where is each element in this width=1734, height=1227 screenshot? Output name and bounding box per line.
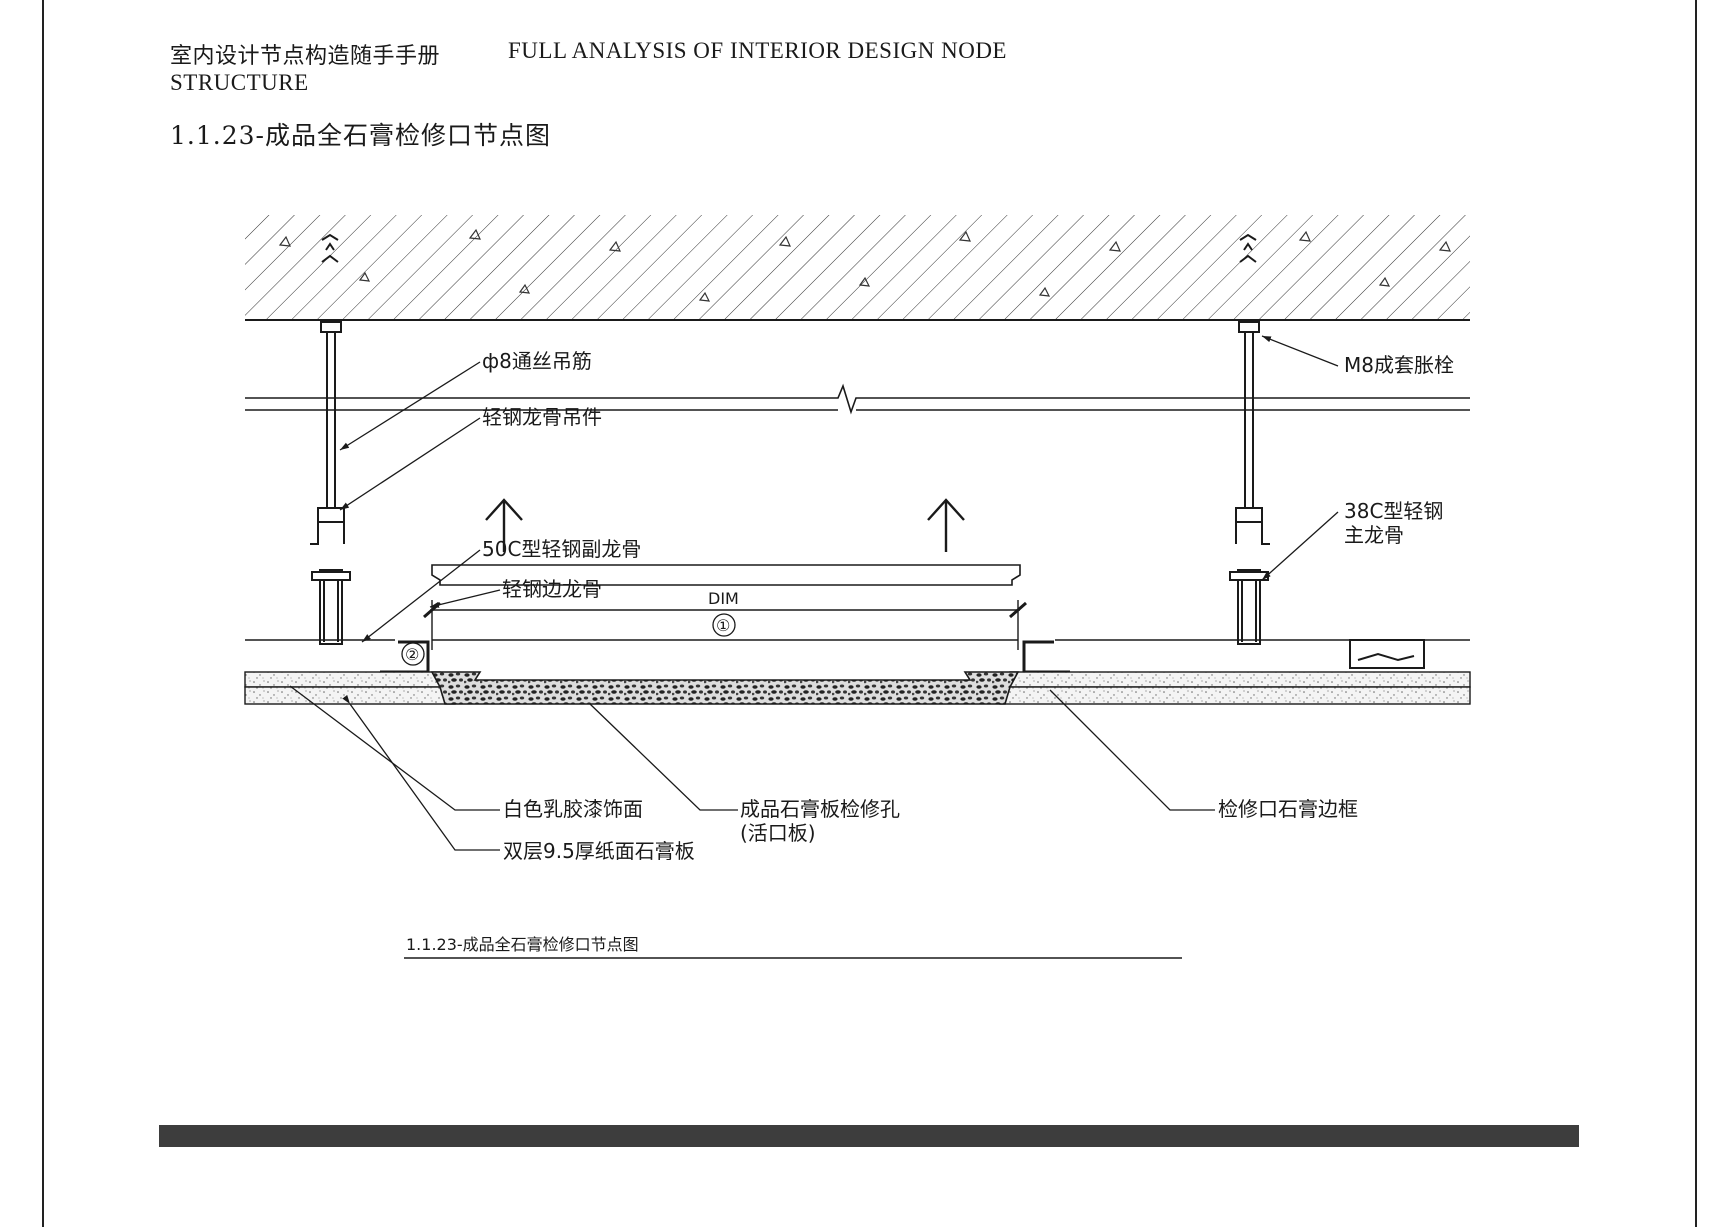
footer-bar bbox=[159, 1125, 1579, 1147]
hanger-right bbox=[1229, 233, 1425, 669]
label-main-keel-2: 主龙骨 bbox=[1344, 523, 1404, 547]
label-main-keel-1: 38C型轻钢 bbox=[1344, 499, 1443, 523]
label-hanger: 轻钢龙骨吊件 bbox=[482, 405, 602, 429]
page-border-right bbox=[1695, 0, 1697, 1227]
hanger-left bbox=[310, 233, 351, 645]
diagram-caption: 1.1.23-成品全石膏检修口节点图 bbox=[406, 935, 639, 954]
gypsum-board-right bbox=[999, 671, 1471, 705]
header-title-en: FULL ANALYSIS OF INTERIOR DESIGN NODE bbox=[508, 38, 1007, 63]
label-access-panel-1: 成品石膏板检修孔 bbox=[740, 797, 900, 821]
label-access-panel-2: (活口板) bbox=[740, 821, 816, 845]
label-paint: 白色乳胶漆饰面 bbox=[503, 797, 643, 821]
label-frame: 检修口石膏边框 bbox=[1218, 797, 1358, 821]
marker-1-circle bbox=[712, 613, 736, 637]
lift-arrows bbox=[485, 498, 965, 552]
page-title: 1.1.23-成品全石膏检修口节点图 bbox=[170, 121, 551, 150]
concrete-slab bbox=[245, 215, 1470, 321]
leader-lines bbox=[289, 335, 1339, 851]
label-sub-keel: 50C型轻钢副龙骨 bbox=[482, 537, 641, 561]
break-line bbox=[245, 383, 1470, 415]
marker-1: ① bbox=[716, 616, 730, 635]
marker-2: ② bbox=[405, 645, 419, 664]
label-edge-keel: 轻钢边龙骨 bbox=[502, 577, 602, 601]
page-border-left bbox=[42, 0, 44, 1227]
access-panel-board bbox=[430, 671, 1020, 705]
header-title-en-cont: STRUCTURE bbox=[170, 70, 309, 95]
label-anchor: M8成套胀栓 bbox=[1344, 353, 1454, 377]
gypsum-board-left bbox=[244, 671, 456, 705]
edge-keel bbox=[380, 640, 1070, 674]
header-title-cn: 室内设计节点构造随手手册 bbox=[170, 44, 441, 69]
dim-label: DIM bbox=[708, 589, 739, 608]
label-board: 双层9.5厚纸面石膏板 bbox=[503, 839, 695, 863]
label-rod: ф8通丝吊筋 bbox=[482, 349, 592, 373]
access-panel-top bbox=[431, 564, 1021, 586]
